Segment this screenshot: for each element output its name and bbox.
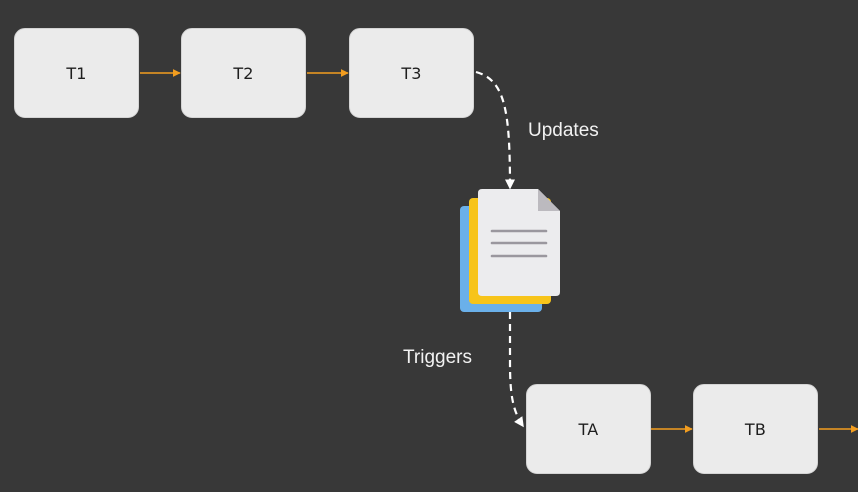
doc-page-fold (538, 189, 560, 211)
task-box-tb[interactable]: TB (693, 384, 818, 474)
triggers-arrow (508, 312, 524, 428)
document-stack-icon (460, 189, 560, 312)
task-box-t2[interactable]: T2 (181, 28, 306, 118)
task-box-ta[interactable]: TA (526, 384, 651, 474)
updates-arrow (475, 70, 515, 190)
task-box-t3[interactable]: T3 (349, 28, 474, 118)
task-box-t1[interactable]: T1 (14, 28, 139, 118)
triggers-label: Triggers (403, 347, 472, 368)
updates-label: Updates (528, 120, 599, 141)
